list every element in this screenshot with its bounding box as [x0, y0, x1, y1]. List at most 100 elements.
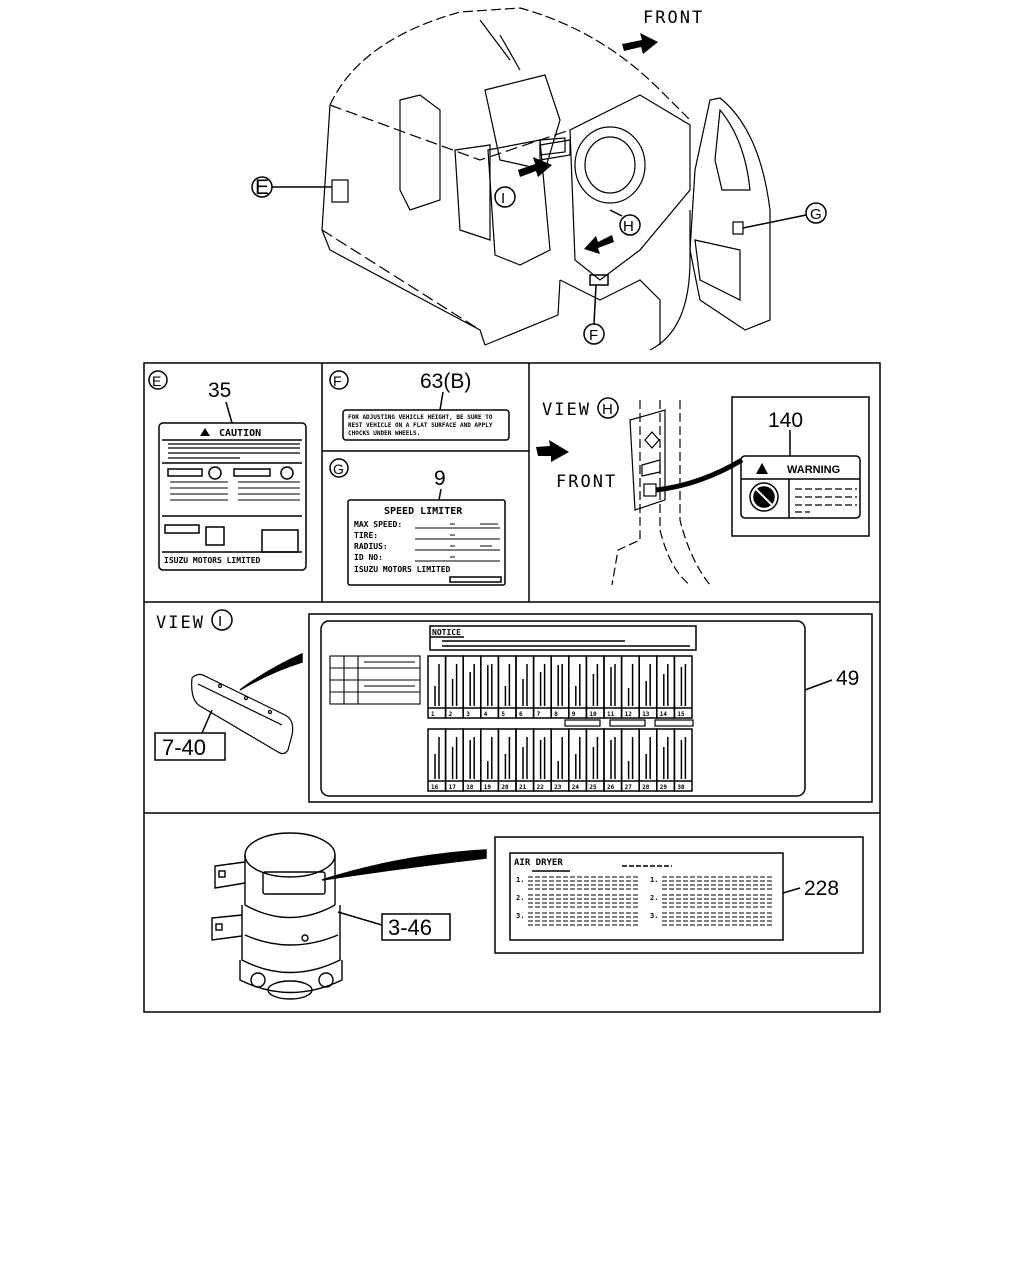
fuse-number: 1 — [431, 711, 435, 718]
fuse-number: 7 — [537, 711, 541, 718]
fuse-number: 12 — [625, 711, 633, 718]
fuse-slot: 20 — [497, 728, 517, 792]
panel-e-letter: E — [152, 373, 161, 389]
fuse-number: 26 — [607, 784, 615, 791]
right-item-2: 2. — [650, 894, 658, 902]
fuse-number: 3 — [466, 711, 470, 718]
field-radius: RADIUS: — [354, 542, 388, 551]
fuse-slot: 3 — [462, 655, 482, 719]
fuse-slot: 16 — [427, 728, 447, 792]
fuse-number: 5 — [501, 711, 505, 718]
fuse-slot: 22 — [532, 728, 552, 792]
callout-f — [583, 274, 609, 345]
part-number-140: 140 — [768, 409, 803, 432]
fuse-number: 13 — [642, 711, 650, 718]
fuse-number: 6 — [519, 711, 523, 718]
part-number-9: 9 — [434, 467, 446, 490]
left-item-1: 1. — [516, 876, 524, 884]
fuse-slot: 15 — [673, 655, 693, 719]
legend-table — [329, 655, 421, 705]
fuse-number: 19 — [484, 784, 492, 791]
air-dryer-title: AIR DRYER — [514, 858, 563, 868]
air-dryer-unit — [211, 832, 343, 1000]
fuse-slot: 8 — [550, 655, 570, 719]
panel-i: VIEW I 7-40 NOTICE — [154, 609, 873, 803]
cab-outline — [321, 7, 771, 351]
fuse-slot: 30 — [673, 728, 693, 792]
fuse-slot: 10 — [585, 655, 605, 719]
notice-outer-frame — [308, 613, 873, 803]
view-h-front-label: FRONT — [556, 472, 617, 492]
fuse-slot: 2 — [444, 655, 464, 719]
part-number-7-40: 7-40 — [162, 735, 206, 760]
fuse-slot: 6 — [515, 655, 535, 719]
air-dryer-frame — [494, 836, 864, 954]
air-dryer-label: AIR DRYER 1. 2. 3. 1. 2. 3. — [509, 852, 784, 941]
right-item-3: 3. — [650, 912, 658, 920]
part-number-49: 49 — [836, 667, 859, 690]
fuse-number: 21 — [519, 784, 527, 791]
callout-g-letter: G — [810, 206, 822, 223]
fuse-number: 17 — [449, 784, 457, 791]
fuse-slot: 1 — [427, 655, 447, 719]
field-id-no: ID NO: — [354, 553, 383, 562]
fuse-slot: 25 — [585, 728, 605, 792]
notice-title: NOTICE — [432, 628, 461, 637]
fuse-number: 25 — [589, 784, 597, 791]
view-h-prefix: VIEW — [542, 400, 591, 420]
left-item-3: 3. — [516, 912, 524, 920]
warning-title: WARNING — [787, 464, 840, 476]
leader-49 — [239, 652, 303, 691]
view-i-prefix: VIEW — [156, 613, 205, 633]
fuse-number: 28 — [642, 784, 650, 791]
fuse-slot: 19 — [480, 728, 500, 792]
part-number-3-46: 3-46 — [388, 915, 432, 940]
pillar-detail — [629, 409, 666, 511]
fuse-number: 4 — [484, 711, 488, 718]
callout-i-letter: I — [501, 190, 505, 207]
view-h-arrow — [584, 235, 614, 254]
panel-air-dryer: 3-46 AIR DRYER 1. 2. 3. 1. 2. 3. 228 — [211, 832, 864, 1000]
fuse-number: 23 — [554, 784, 562, 791]
fuse-number: 15 — [677, 711, 685, 718]
left-item-2: 2. — [516, 894, 524, 902]
fuse-slot: 29 — [656, 728, 676, 792]
callout-h-letter: H — [623, 218, 634, 235]
caution-label: CAUTION — [158, 422, 307, 571]
caution-footer: ISUZU MOTORS LIMITED — [164, 556, 261, 565]
front-label: FRONT — [643, 8, 704, 28]
fuse-slot: 13 — [638, 655, 658, 719]
fuse-slot: 18 — [462, 728, 482, 792]
fuse-number: 2 — [449, 711, 453, 718]
part-box-7-40 — [154, 732, 226, 761]
fuse-slot: 11 — [603, 655, 623, 719]
field-max-speed: MAX SPEED: — [354, 520, 402, 529]
panel-g: G 9 SPEED LIMITER MAX SPEED: TIRE: RADIU… — [329, 458, 506, 586]
panel-g-letter: G — [333, 461, 344, 477]
fuse-number: 8 — [554, 711, 558, 718]
fuse-number: 24 — [572, 784, 580, 791]
caution-title: CAUTION — [219, 428, 261, 439]
callout-e-letter: E — [255, 176, 269, 199]
fuse-number: 27 — [625, 784, 633, 791]
fuse-number: 16 — [431, 784, 439, 791]
fuse-slot: 27 — [620, 728, 640, 792]
vehicle-height-label: FOR ADJUSTING VEHICLE HEIGHT, BE SURE TO… — [342, 409, 510, 441]
fuse-slot: 26 — [603, 728, 623, 792]
panel-e: E 35 CAUTION — [148, 370, 307, 571]
speed-limiter-label: SPEED LIMITER MAX SPEED: TIRE: RADIUS: I… — [347, 499, 506, 586]
fuse-number: 9 — [572, 711, 576, 718]
fuse-number: 18 — [466, 784, 474, 791]
fuse-slot: 24 — [568, 728, 588, 792]
callout-g — [742, 202, 827, 229]
dryer-dash-lines — [528, 876, 772, 926]
callout-e — [251, 176, 332, 198]
fuse-slot: 17 — [444, 728, 464, 792]
fuse-number: 20 — [501, 784, 509, 791]
part-number-63b: 63(B) — [420, 370, 471, 393]
view-i-arrow — [518, 157, 552, 177]
panel-f: F 63(B) FOR ADJUSTING VEHICLE HEIGHT, BE… — [329, 370, 510, 441]
height-label-line-1: FOR ADJUSTING VEHICLE HEIGHT, BE SURE TO — [348, 414, 493, 421]
field-tire: TIRE: — [354, 531, 378, 540]
